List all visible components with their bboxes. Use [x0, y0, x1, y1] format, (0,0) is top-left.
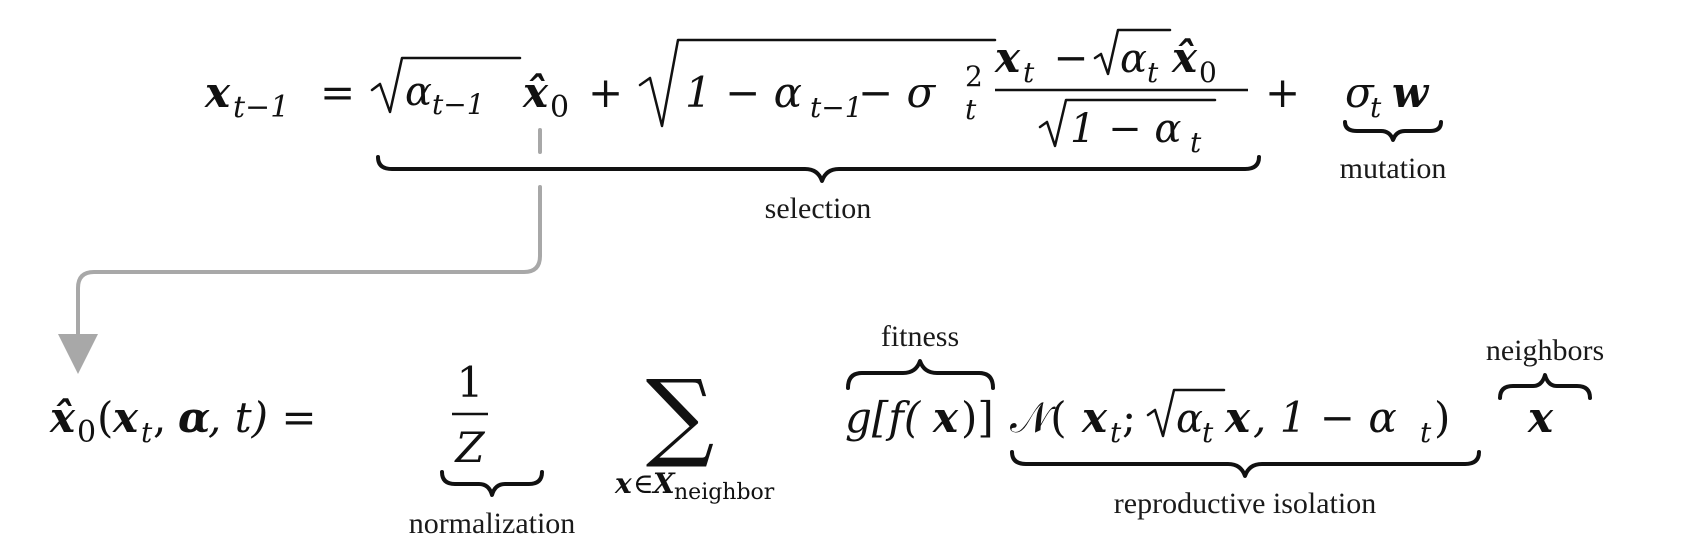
eq1-den: 1 − α	[1070, 106, 1181, 152]
eq2-open-paren: (	[97, 393, 113, 442]
eq2-arg-comma: ,	[153, 393, 180, 442]
eq2-arg-alpha: α	[178, 393, 210, 442]
eq1-sqrt-one-sub: t−1	[810, 91, 863, 124]
eq2-n-rest: , 1 − α	[1253, 393, 1397, 442]
normalization-brace	[440, 470, 544, 497]
eq1-minus-sigma: − σ	[858, 68, 937, 117]
eq1-num-alpha: α	[1120, 36, 1147, 82]
eq1-noise-w: w	[1392, 68, 1430, 117]
eq2-n-close: )	[1434, 393, 1450, 442]
selection-brace	[376, 155, 1261, 183]
connector-arrow	[76, 185, 542, 340]
eq1-lhs-sub: t−1	[233, 90, 289, 125]
eq1-lhs: x	[204, 68, 231, 117]
eq1-num-alpha-sub: t	[1147, 56, 1159, 89]
eq2-g-term: g[f(	[845, 393, 922, 442]
eq2-sum-x: x	[614, 467, 632, 500]
eq2-sum-symbol: ∑	[646, 359, 715, 471]
eq2-normal: 𝒩(	[1010, 393, 1067, 442]
eq1-sqrt-big-radical	[638, 38, 997, 128]
eq2-sum-in: ∈	[633, 467, 654, 500]
eq2-n-rest-sub: t	[1420, 416, 1432, 449]
eq1-x0hat: x̂	[522, 68, 549, 117]
eq1-num-x-sub: t	[1023, 56, 1035, 89]
neighbors-brace	[1498, 373, 1592, 400]
eq1-num-sqrt-radical	[1093, 28, 1172, 76]
eq1-sigma-sup: 2	[965, 60, 983, 93]
eq1-noise-sigma: σ	[1345, 68, 1375, 117]
eq2-x0hat-sub: 0	[77, 415, 96, 450]
neighbors-label: neighbors	[1486, 334, 1604, 367]
eq1-alpha-prev-sub: t−1	[432, 88, 485, 121]
eq2-frac-den: Z	[453, 423, 485, 472]
eq1-sigma-sub: t	[965, 93, 977, 126]
eq2-arg-x: x	[112, 393, 139, 442]
eq1-num-minus: −	[1040, 33, 1102, 82]
eq1-x0hat-sub: 0	[550, 90, 569, 125]
connector-arrowhead-icon	[58, 334, 98, 374]
reproductive-isolation-label: reproductive isolation	[1114, 487, 1376, 520]
eq2-g-x: x	[932, 393, 959, 442]
eq1-den-sub: t	[1190, 126, 1202, 159]
mutation-brace	[1343, 120, 1443, 142]
eq2-n-sqrt-radical	[1146, 388, 1226, 438]
eq2-n-x2: x	[1224, 393, 1251, 442]
eq1-num-x: x	[994, 33, 1021, 82]
eq2-n-alpha-sub: t	[1202, 416, 1214, 449]
eq1-alpha-prev: α	[405, 69, 432, 115]
eq1-equals: =	[320, 68, 355, 117]
eq1-sqrt-alpha-prev-radical	[370, 56, 522, 114]
fitness-label: fitness	[881, 320, 959, 353]
fitness-brace	[846, 359, 995, 390]
eq2-x0hat: x̂	[49, 393, 76, 442]
eq1-num-x0hat-sub: 0	[1199, 56, 1217, 89]
eq1-noise-sigma-sub: t	[1370, 91, 1382, 124]
eq2-n-alpha: α	[1176, 396, 1203, 442]
eq2-frac-num: 1	[457, 358, 484, 407]
normalization-label: normalization	[409, 507, 576, 540]
equation-1: x t−1 = α t−1 x̂ 0 + 1 − α t−1 − σ 2 t x…	[204, 28, 1430, 159]
eq1-sqrt-one: 1 − α	[685, 68, 802, 117]
mutation-label: mutation	[1340, 152, 1447, 185]
eq1-num-x0hat: x̂	[1171, 33, 1198, 82]
eq2-n-semi: ;	[1122, 393, 1150, 442]
eq2-sum-X-sub: neighbor	[674, 480, 775, 505]
eq2-n-x-sub: t	[1110, 416, 1122, 449]
selection-label: selection	[765, 192, 872, 225]
eq2-neighbor-x: x	[1527, 393, 1554, 442]
eq2-arg-end: , t) =	[208, 393, 317, 442]
eq1-den-sqrt-radical	[1038, 98, 1217, 148]
eq1-plus-1: +	[588, 68, 623, 117]
eq2-arg-x-sub: t	[141, 416, 153, 449]
eq2-g-end: )]	[961, 393, 994, 442]
eq2-sum-X: X	[651, 467, 676, 500]
eq2-n-x: x	[1081, 393, 1108, 442]
eq1-plus-2: +	[1265, 68, 1300, 117]
reproductive-isolation-brace	[1010, 450, 1481, 478]
equation-2: x̂ 0 ( x t , α , t) = 1 Z ∑ x ∈ X neighb…	[49, 358, 1554, 505]
